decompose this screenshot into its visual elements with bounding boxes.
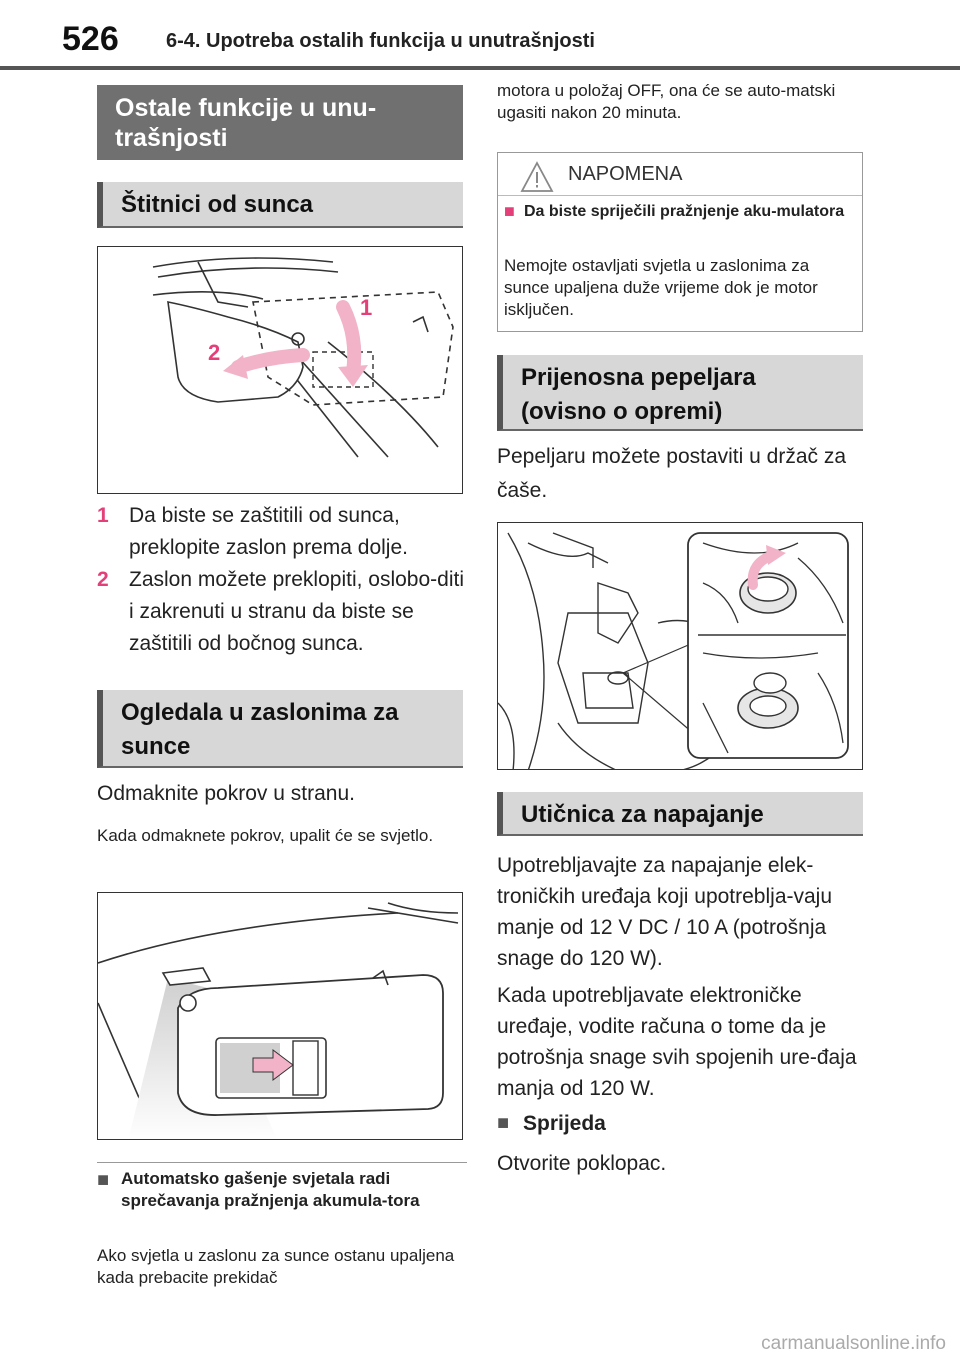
mirrors-text: Odmaknite pokrov u stranu. bbox=[97, 782, 355, 805]
front-text: Otvorite poklopac. bbox=[497, 1152, 667, 1175]
sun-visor-step-1: 1 Da biste se zaštitili od sunca, preklo… bbox=[97, 500, 467, 564]
figure-label-1: 1 bbox=[360, 295, 372, 320]
front-subsection: ■ Sprijeda bbox=[497, 1108, 867, 1140]
header-divider bbox=[0, 66, 960, 70]
mirrors-small-text: Kada odmaknete pokrov, upalit će se svje… bbox=[97, 826, 434, 845]
warning-icon bbox=[520, 161, 554, 192]
square-bullet-icon: ■ bbox=[97, 1169, 110, 1191]
figure-label-2: 2 bbox=[208, 340, 220, 365]
sun-visor-drawing: 1 2 bbox=[152, 257, 454, 458]
step-text: Zaslon možete preklopiti, oslobo-diti i … bbox=[129, 568, 464, 655]
step-number: 2 bbox=[97, 568, 109, 591]
ashtray-drawing bbox=[498, 532, 849, 769]
ashtray-illustration bbox=[497, 522, 863, 770]
page-number: 526 bbox=[62, 20, 119, 58]
auto-off-heading: Automatsko gašenje svjetala radi sprečav… bbox=[121, 1169, 420, 1210]
chapter-title: 6-4. Upotreba ostalih funkcija u unutraš… bbox=[166, 30, 595, 52]
step-number: 1 bbox=[97, 504, 109, 527]
auto-off-text: Ako svjetla u zaslonu za sunce ostanu up… bbox=[97, 1246, 455, 1287]
square-bullet-icon: ■ bbox=[497, 1112, 510, 1134]
sun-visor-illustration: 1 2 bbox=[97, 246, 463, 494]
ashtray-text: Pepeljaru možete postaviti u držač za ča… bbox=[497, 445, 847, 502]
vanity-mirror-drawing bbox=[98, 902, 459, 1139]
step-text: Da biste se zaštitili od sunca, preklopi… bbox=[129, 504, 408, 559]
power-outlet-text-2: Kada upotrebljavate elektroničke uređaje… bbox=[497, 984, 857, 1100]
note-box: NAPOMENA ■ Da biste spriječili pražnjenj… bbox=[497, 152, 863, 332]
power-outlet-heading: Utičnica za napajanje bbox=[497, 792, 863, 836]
vanity-mirror-illustration bbox=[97, 892, 463, 1140]
note-title: NAPOMENA bbox=[568, 163, 683, 185]
mirrors-heading: Ogledala u zaslonima za sunce bbox=[97, 690, 463, 768]
ashtray-heading: Prijenosna pepeljara (ovisno o opremi) bbox=[497, 355, 863, 431]
main-section-heading: Ostale funkcije u unu- trašnjosti bbox=[97, 85, 463, 160]
auto-off-continued-text: motora u položaj OFF, ona će se auto-mat… bbox=[497, 81, 836, 122]
power-outlet-text-1: Upotrebljavajte za napajanje elek-tronič… bbox=[497, 854, 833, 970]
note-subheading: Da biste spriječili pražnjenje aku-mulat… bbox=[524, 203, 845, 220]
watermark: carmanualsonline.info bbox=[761, 1333, 946, 1354]
note-divider bbox=[498, 195, 862, 196]
sun-visor-step-2: 2 Zaslon možete preklopiti, oslobo-diti … bbox=[97, 564, 467, 660]
front-heading: Sprijeda bbox=[523, 1112, 606, 1135]
subsection-divider bbox=[97, 1162, 467, 1163]
note-text: Nemojte ostavljati svjetla u zaslonima z… bbox=[504, 256, 818, 319]
pink-square-bullet-icon: ■ bbox=[504, 201, 515, 221]
auto-off-subsection: ■ Automatsko gašenje svjetala radi spreč… bbox=[97, 1168, 467, 1212]
sun-visors-heading: Štitnici od sunca bbox=[97, 182, 463, 228]
